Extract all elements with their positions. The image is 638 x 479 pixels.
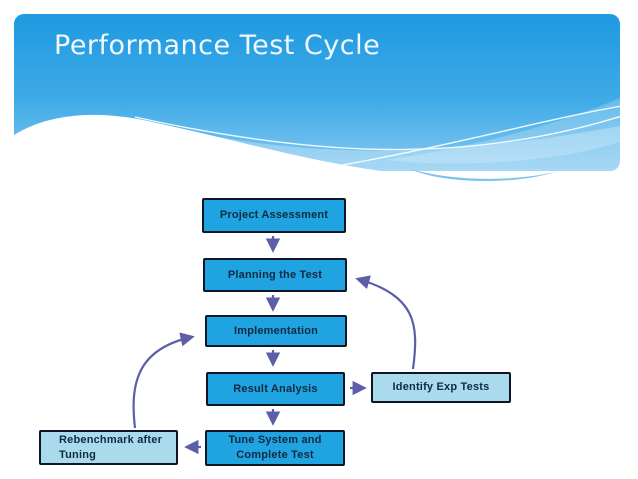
- node-label: Result Analysis: [233, 382, 318, 395]
- node-label: Planning the Test: [227, 268, 323, 281]
- header-wave-tail: [410, 169, 555, 182]
- edge-rebenchmark-to-implementation: [132, 332, 195, 429]
- header-wave-line-2: [294, 105, 620, 171]
- node-label-line: Tuning: [59, 448, 97, 461]
- header-white-wave: [14, 114, 620, 192]
- node-label: Identify Exp Tests: [392, 381, 490, 394]
- node-label: Project Assessment: [219, 209, 329, 222]
- header-wave-graphic: [14, 14, 620, 192]
- slide-title: Performance Test Cycle: [54, 30, 381, 61]
- node-identify-exp-tests: Identify Exp Tests: [371, 372, 511, 403]
- header-wave-overlay-right: [385, 98, 620, 164]
- node-planning-the-test: Planning the Test: [203, 258, 347, 292]
- node-label-line: Rebenchmark after: [59, 433, 163, 446]
- node-label: Implementation: [233, 324, 319, 337]
- header-wave-line-1: [134, 115, 620, 151]
- node-label: Rebenchmark after Tuning: [59, 433, 162, 463]
- edge-identify-to-planning: [355, 275, 417, 370]
- node-label: Tune System and Complete Test: [228, 433, 321, 463]
- node-implementation: Implementation: [205, 315, 347, 347]
- node-label-line: Complete Test: [236, 449, 314, 461]
- node-result-analysis: Result Analysis: [206, 372, 345, 406]
- node-project-assessment: Project Assessment: [202, 198, 346, 233]
- node-tune-system-complete-test: Tune System and Complete Test: [205, 430, 345, 466]
- node-rebenchmark-after-tuning: Rebenchmark after Tuning: [39, 430, 178, 465]
- node-label-line: Tune System and: [228, 434, 322, 447]
